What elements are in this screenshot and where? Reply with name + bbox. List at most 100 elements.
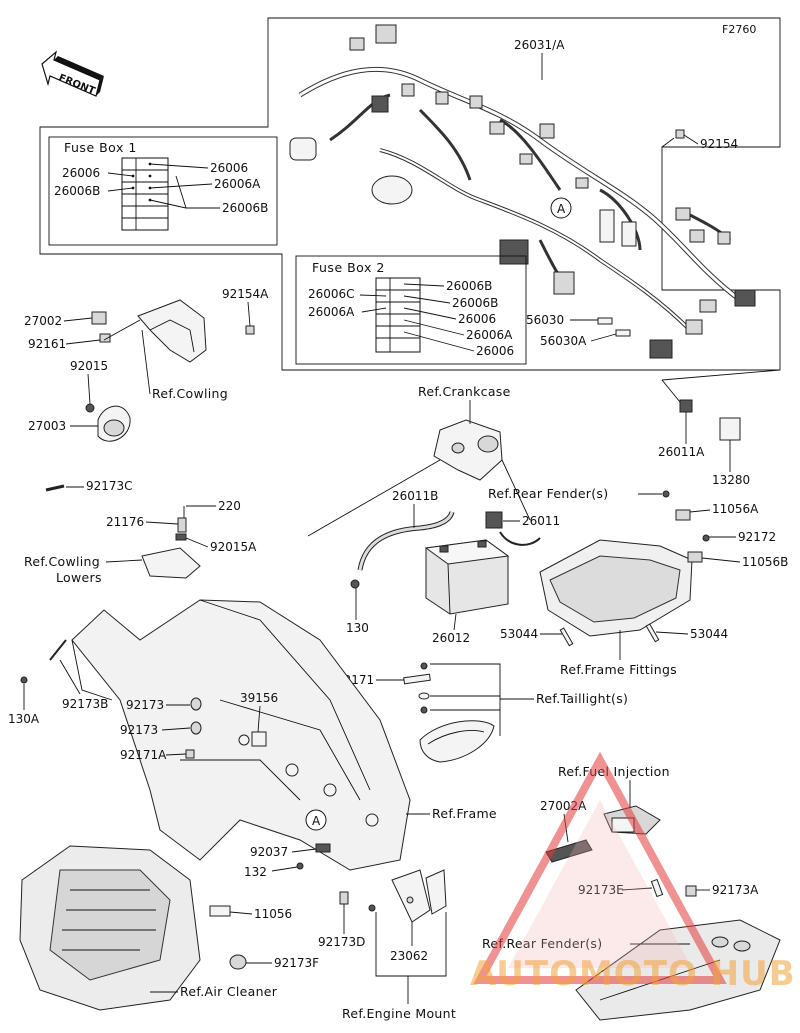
callout-11056: 11056 [254,907,292,921]
ref-crankcase: Ref.Crankcase [418,384,511,399]
horn-assembly [85,299,255,442]
callout-92173A: 92173A [712,883,759,897]
part-56030-band [597,317,613,325]
callout-92173C: 92173C [86,479,133,493]
part-92173C-clip [45,484,65,492]
callout-92171A: 92171A [120,748,167,762]
marker-a-upper-label: A [557,202,566,216]
callout-130: 130 [346,621,369,635]
fuse-box-2-title: Fuse Box 2 [312,260,385,275]
callout-92173E: 92173E [578,883,624,897]
callout-92173D: 92173D [318,935,365,949]
part-92154-bolt [675,129,685,139]
fuse-box-1-right-label-1: 26006A [214,177,261,191]
callout-53044-right: 53044 [690,627,728,641]
callout-92154: 92154 [700,137,738,151]
main-wiring-harness [289,24,756,359]
ref-frame: Ref.Frame [432,806,497,821]
callout-11056A: 11056A [712,502,759,516]
fuse-box-1-left-label-0: 26006 [62,166,100,180]
callout-26011B: 26011B [392,489,438,503]
ref-engine-mount: Ref.Engine Mount [342,1006,456,1021]
taillight-bracket [403,662,495,763]
callout-26012: 26012 [432,631,470,645]
fuse-box-1-right-label-0: 26006 [210,161,248,175]
ref-frame-fittings: Ref.Frame Fittings [560,662,677,677]
fuse-box-1-right-label-2: 26006B [222,201,268,215]
air-cleaner-housing [19,845,247,1011]
main-frame [71,599,411,871]
marker-a-lower-label: A [312,814,321,828]
callout-27002: 27002 [24,314,62,328]
callout-92173B: 92173B [62,697,108,711]
sensor-21176 [141,506,201,579]
callout-21176: 21176 [106,515,144,529]
callout-11056B: 11056B [742,555,788,569]
watermark-text: AUTOMOTO HUB [470,954,796,994]
callout-26011: 26011 [522,514,560,528]
fuse-box-2: Fuse Box 2 26006C 26006A 26006B 26006B 2… [295,255,527,365]
front-arrow-icon: FRONT [41,50,104,97]
callout-92173-b: 92173 [120,723,158,737]
callout-92173F: 92173F [274,956,319,970]
callout-130A: 130A [8,712,40,726]
ref-rear-fender-lower: Ref.Rear Fender(s) [482,936,602,951]
fuse-box-1-title: Fuse Box 1 [64,140,137,155]
part-92173B-clip [49,639,67,661]
callout-27003: 27003 [28,419,66,433]
fuse-box-2-left-label-0: 26006C [308,287,355,301]
figure-code: F2760 [722,23,756,36]
callout-56030: 56030 [526,313,564,327]
fuse-box-2-right-label-4: 26006 [476,344,514,358]
callout-92161: 92161 [28,337,66,351]
part-92037-clamp [315,843,331,853]
callout-26031A: 26031/A [514,38,565,52]
part-92173-clamp-a [190,697,202,711]
part-92173-clamp-b [190,721,202,735]
callout-26011A: 26011A [658,445,705,459]
part-92171A-clamp [185,749,195,759]
callout-92037: 92037 [250,845,288,859]
fuse-box-1: Fuse Box 1 26006 26006B 26006 26006A 260… [48,136,278,246]
fuse-box-1-left-label-1: 26006B [54,184,100,198]
callout-220: 220 [218,499,241,513]
callout-132: 132 [244,865,267,879]
crankcase-bracket [433,419,503,481]
callout-39156: 39156 [240,691,278,705]
part-130A-bolt [20,676,28,684]
callout-53044-left: 53044 [500,627,538,641]
battery-26012 [424,539,510,615]
starter-relay-26011 [485,511,541,546]
ref-rear-fender-upper: Ref.Rear Fender(s) [488,486,608,501]
fuse-box-2-right-label-3: 26006A [466,328,513,342]
part-56030A-band [615,329,631,337]
callout-92154A: 92154A [222,287,269,301]
callout-23062: 23062 [390,949,428,963]
part-13280-rubber [719,417,741,441]
callout-92015: 92015 [70,359,108,373]
battery-case [539,490,710,647]
fuse-box-2-left-label-1: 26006A [308,305,355,319]
ref-taillight: Ref.Taillight(s) [536,691,628,706]
fuse-box-2-right-label-0: 26006B [446,279,492,293]
marker-a-lower [305,809,327,831]
callout-92173-a: 92173 [126,698,164,712]
engine-mount-bracket [339,869,447,923]
ref-air-cleaner: Ref.Air Cleaner [180,984,278,999]
ref-cowling: Ref.Cowling [152,386,228,401]
callout-92172: 92172 [738,530,776,544]
ref-cowling-lowers-line-2: Lowers [56,570,102,585]
fuse-box-2-right-label-2: 26006 [458,312,496,326]
marker-a-upper [550,197,572,219]
watermark-logo-icon [473,751,727,984]
ref-fuel-injection: Ref.Fuel Injection [558,764,670,779]
callout-13280: 13280 [712,473,750,487]
ref-cowling-lowers-line-1: Ref.Cowling [24,554,100,569]
part-130-bolt [350,579,360,589]
part-26011A-relay [679,399,693,413]
callout-56030A: 56030A [540,334,587,348]
fuse-box-2-right-label-1: 26006B [452,296,498,310]
callout-92015A: 92015A [210,540,257,554]
